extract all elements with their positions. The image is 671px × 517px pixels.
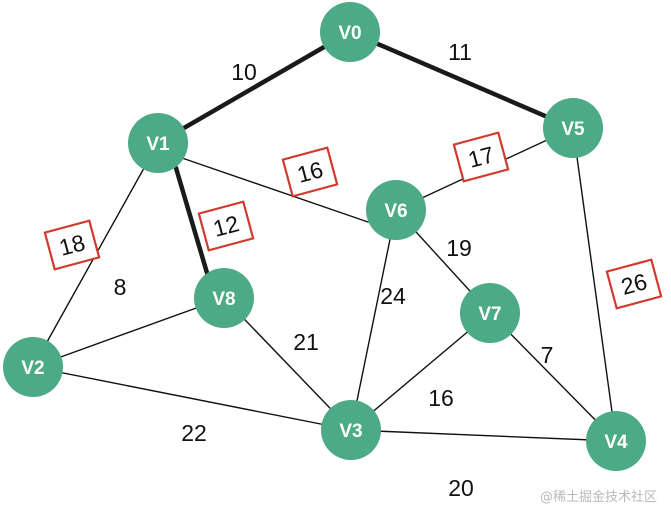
weight-label: 22 bbox=[181, 420, 207, 446]
edge-weight-v7-v3: 16 bbox=[428, 385, 454, 411]
edge-weight-v7-v4: 7 bbox=[541, 342, 554, 368]
node-v6: V6 bbox=[366, 180, 426, 240]
edge-v1-v8 bbox=[173, 165, 213, 286]
edge-weight-v2-v3: 22 bbox=[181, 420, 207, 446]
edge-weight-v0-v5: 11 bbox=[448, 39, 472, 65]
edge-v0-v5 bbox=[347, 29, 576, 131]
weight-label: 8 bbox=[114, 274, 127, 300]
edge-weight-v1-v6: 16 bbox=[281, 146, 339, 198]
edge-v2-v8 bbox=[32, 297, 225, 368]
highlight-box bbox=[281, 146, 339, 198]
weight-label: 7 bbox=[541, 342, 554, 368]
edge-weight-v8-v3: 21 bbox=[293, 329, 319, 355]
weight-label: 11 bbox=[448, 39, 472, 65]
edge-weight-v6-v7: 19 bbox=[446, 235, 472, 261]
node-circle bbox=[460, 283, 520, 343]
node-circle bbox=[3, 337, 63, 397]
edge-v3-v4 bbox=[350, 429, 617, 442]
node-label: V4 bbox=[604, 432, 628, 453]
node-circle bbox=[128, 113, 188, 173]
weight-label: 16 bbox=[428, 385, 454, 411]
weight-label: 20 bbox=[448, 475, 474, 501]
node-label: V5 bbox=[561, 119, 585, 140]
node-label: V0 bbox=[338, 23, 361, 44]
node-label: V8 bbox=[212, 289, 235, 310]
node-circle bbox=[320, 2, 380, 62]
node-label: V1 bbox=[146, 134, 170, 155]
edge-v6-v3 bbox=[350, 209, 397, 431]
node-v5: V5 bbox=[543, 98, 603, 158]
node-label: V7 bbox=[478, 304, 501, 325]
node-v0: V0 bbox=[320, 2, 380, 62]
edge-weight-v1-v8: 12 bbox=[197, 200, 255, 252]
node-label: V3 bbox=[339, 421, 362, 442]
node-v7: V7 bbox=[460, 283, 520, 343]
node-circle bbox=[321, 400, 381, 460]
edge-v2-v3 bbox=[32, 366, 352, 431]
node-circle bbox=[194, 268, 254, 328]
edge-weight-v5-v6: 17 bbox=[452, 131, 510, 183]
edge-v8-v3 bbox=[223, 297, 352, 431]
edge-v1-v6 bbox=[181, 157, 369, 223]
edge-v0-v1 bbox=[155, 29, 353, 146]
highlight-box bbox=[452, 131, 510, 183]
node-v3: V3 bbox=[321, 400, 381, 460]
weights-layer: 10 11 12 16 18 17 26 8 22 21 24 19 16 7 20 bbox=[43, 39, 663, 501]
edge-weight-v1-v2: 18 bbox=[43, 219, 101, 271]
node-v1: V1 bbox=[128, 113, 188, 173]
highlight-box bbox=[605, 258, 663, 310]
weight-label: 21 bbox=[293, 329, 319, 355]
weight-label: 24 bbox=[380, 283, 406, 309]
node-v2: V2 bbox=[3, 337, 63, 397]
edge-v7-v3 bbox=[350, 312, 491, 431]
node-label: V2 bbox=[21, 358, 44, 379]
edge-v5-v4 bbox=[572, 127, 617, 442]
edge-weight-v5-v4: 26 bbox=[605, 258, 663, 310]
edge-weight-v3-v4: 20 bbox=[448, 475, 474, 501]
node-circle bbox=[586, 411, 646, 471]
weight-label: 19 bbox=[446, 235, 472, 261]
edges-layer bbox=[32, 29, 617, 442]
weight-label: 10 bbox=[231, 59, 257, 85]
highlight-box bbox=[43, 219, 101, 271]
edge-weight-v6-v3: 24 bbox=[380, 283, 406, 309]
node-v8: V8 bbox=[194, 268, 254, 328]
node-circle bbox=[366, 180, 426, 240]
node-circle bbox=[543, 98, 603, 158]
node-label: V6 bbox=[384, 201, 407, 222]
highlight-box bbox=[197, 200, 255, 252]
node-v4: V4 bbox=[586, 411, 646, 471]
edge-weight-v0-v1: 10 bbox=[231, 59, 257, 85]
watermark-text: @稀土掘金技术社区 bbox=[539, 490, 657, 505]
edge-weight-v2-v8: 8 bbox=[114, 274, 127, 300]
